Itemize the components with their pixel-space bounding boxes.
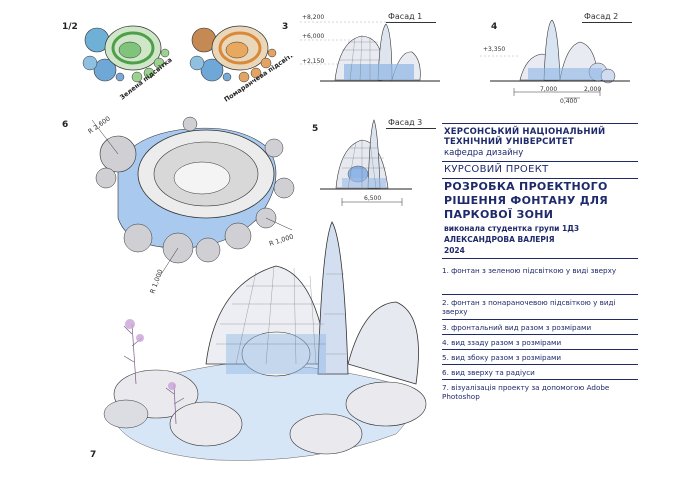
dim-7000: 7,000 bbox=[540, 86, 558, 93]
facade-1-title: Фасад 1 bbox=[388, 12, 423, 21]
drawing-number-7: 7 bbox=[90, 450, 97, 460]
dim-8200: +8,200 bbox=[302, 14, 325, 21]
project-type: КУРСОВИЙ ПРОЕКТ bbox=[444, 164, 549, 175]
facade-2-title: Фасад 2 bbox=[584, 12, 619, 21]
dim-2150: +2,150 bbox=[302, 58, 325, 65]
legend-item-1: 1. фонтан з зеленою підсвіткою у виді зв… bbox=[442, 266, 638, 295]
author-line: виконала студентка групи 1Д3 bbox=[444, 224, 580, 233]
facade-3-underline bbox=[386, 128, 436, 129]
author-name: АЛЕКСАНДРОВА ВАЛЕРІЯ bbox=[444, 235, 555, 244]
green-plan-drawing bbox=[82, 25, 170, 83]
green-plan-label-wrapper: Зелена підсвітка bbox=[118, 56, 173, 102]
drawing-number-6: 6 bbox=[62, 120, 69, 130]
visualization-drawing bbox=[103, 221, 427, 461]
radius-1000a-wrapper: R 1,000 bbox=[268, 233, 294, 248]
dim-3350: +3,350 bbox=[483, 46, 506, 53]
legend-list: 1. фонтан з зеленою підсвіткою у виді зв… bbox=[442, 266, 638, 403]
info-rule-4 bbox=[442, 258, 638, 259]
dim-0400: 0,400 bbox=[560, 98, 578, 105]
drawing-number-5: 5 bbox=[312, 124, 319, 134]
facade-1-drawing bbox=[300, 21, 440, 82]
radius-1000b-wrapper: R 1,000 bbox=[148, 268, 164, 294]
radius-2600-wrapper: R 2,600 bbox=[88, 115, 112, 136]
top-view-radii-drawing bbox=[91, 116, 295, 277]
green-plan-label: Зелена підсвітка bbox=[118, 56, 173, 102]
dim-6000: +6,000 bbox=[302, 33, 325, 40]
department-name: кафедра дизайну bbox=[444, 148, 524, 158]
orange-plan-label-wrapper: Помаранчева підсвітка bbox=[223, 56, 297, 104]
orange-plan-drawing bbox=[189, 25, 277, 83]
legend-item-4: 4. вид ззаду разом з розмірами bbox=[442, 338, 638, 350]
drawing-number-1-2: 1/2 bbox=[62, 22, 78, 32]
legend-item-6: 6. вид зверху та радіуси bbox=[442, 368, 638, 380]
legend-item-5: 5. вид збоку разом з розмірами bbox=[442, 353, 638, 365]
facade-2-underline bbox=[582, 22, 632, 23]
radius-2600-label: R 2,600 bbox=[88, 115, 112, 136]
dim-6500: 6,500 bbox=[364, 195, 382, 202]
project-title: РОЗРОБКА ПРОЕКТНОГО РІШЕННЯ ФОНТАНУ ДЛЯ … bbox=[444, 180, 609, 221]
info-rule-3 bbox=[442, 178, 638, 179]
drawing-number-3: 3 bbox=[282, 22, 289, 32]
legend-item-7: 7. візуалізація проекту за допомогою Ado… bbox=[442, 383, 610, 401]
legend-item-3: 3. фронтальний вид разом з розмірами bbox=[442, 323, 638, 335]
facade-2-drawing bbox=[480, 19, 630, 99]
legend-item-2: 2. фонтан з понараночевою підсвіткою у в… bbox=[442, 298, 638, 320]
facade-3-drawing bbox=[320, 119, 412, 206]
facade-1-underline bbox=[386, 22, 436, 23]
info-top-rule bbox=[442, 123, 638, 124]
dim-2000: 2,000 bbox=[584, 86, 602, 93]
project-year: 2024 bbox=[444, 246, 465, 255]
facade-3-title: Фасад 3 bbox=[388, 118, 423, 127]
orange-plan-label: Помаранчева підсвітка bbox=[223, 56, 297, 104]
info-rule-2 bbox=[442, 161, 638, 162]
drawing-number-4: 4 bbox=[491, 22, 498, 32]
university-name: ХЕРСОНСЬКИЙ НАЦІОНАЛЬНИЙ ТЕХНІЧНИЙ УНІВЕ… bbox=[444, 127, 606, 147]
